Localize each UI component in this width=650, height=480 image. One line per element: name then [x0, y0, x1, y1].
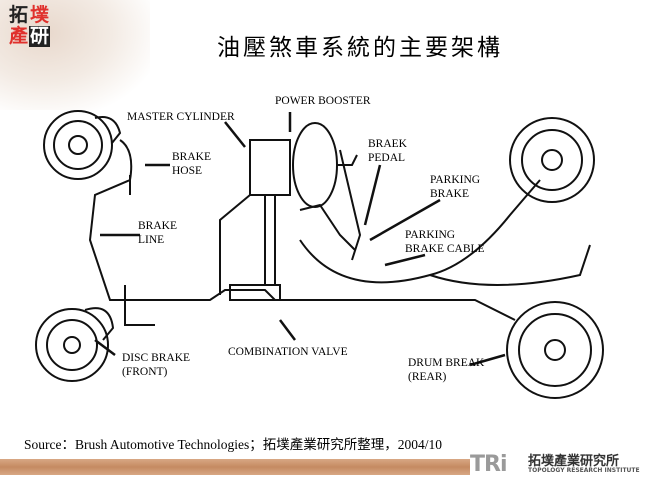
front-left-disc-brake — [43, 110, 122, 180]
label-power-booster: POWER BOOSTER — [275, 95, 371, 107]
footer-bar — [0, 459, 470, 475]
label-parking-brake-cable: PARKING BRAKE CABLE — [405, 229, 485, 255]
label-brake-pedal: BRAEK PEDAL — [368, 138, 407, 164]
parking-brake-cable — [299, 179, 591, 286]
logo-char: 研 — [29, 25, 50, 47]
label-master-cylinder: MASTER CYLINDER — [127, 111, 235, 123]
source-citation: Source：Brush Automotive Technologies；拓墣產… — [24, 437, 443, 452]
brake-line — [88, 139, 516, 326]
front-disc-brake — [35, 307, 115, 382]
logo-char: 墣 — [29, 4, 49, 26]
label-arrows — [94, 112, 506, 367]
label-brake-hose: BRAKE HOSE — [172, 151, 211, 177]
label-combination-valve: COMBINATION VALVE — [228, 346, 348, 358]
label-drum-brake: DRUM BREAK (REAR) — [408, 357, 485, 383]
footer-logo-cn: 拓墣產業研究所 — [528, 454, 620, 469]
parking-brake-lever — [299, 203, 356, 251]
label-disc-brake: DISC BRAKE (FRONT) — [122, 352, 191, 378]
logo-char: 產 — [8, 25, 28, 47]
rear-drum-brake-top — [509, 117, 595, 203]
tri-logo-mark: TRi — [470, 452, 507, 477]
rear-drum-brake — [506, 301, 604, 399]
combination-valve — [229, 284, 281, 301]
background-map — [0, 0, 150, 110]
logo-char: 拓 — [8, 4, 28, 26]
slide-title: 油壓煞車系統的主要架構 — [217, 35, 503, 61]
header-logo: 拓 墣 產 研 — [8, 5, 50, 47]
label-parking-brake: PARKING BRAKE — [430, 174, 481, 200]
label-brake-line: BRAKE LINE — [138, 220, 177, 246]
footer-logo-en: TOPOLOGY RESEARCH INSTITUTE — [528, 467, 640, 474]
